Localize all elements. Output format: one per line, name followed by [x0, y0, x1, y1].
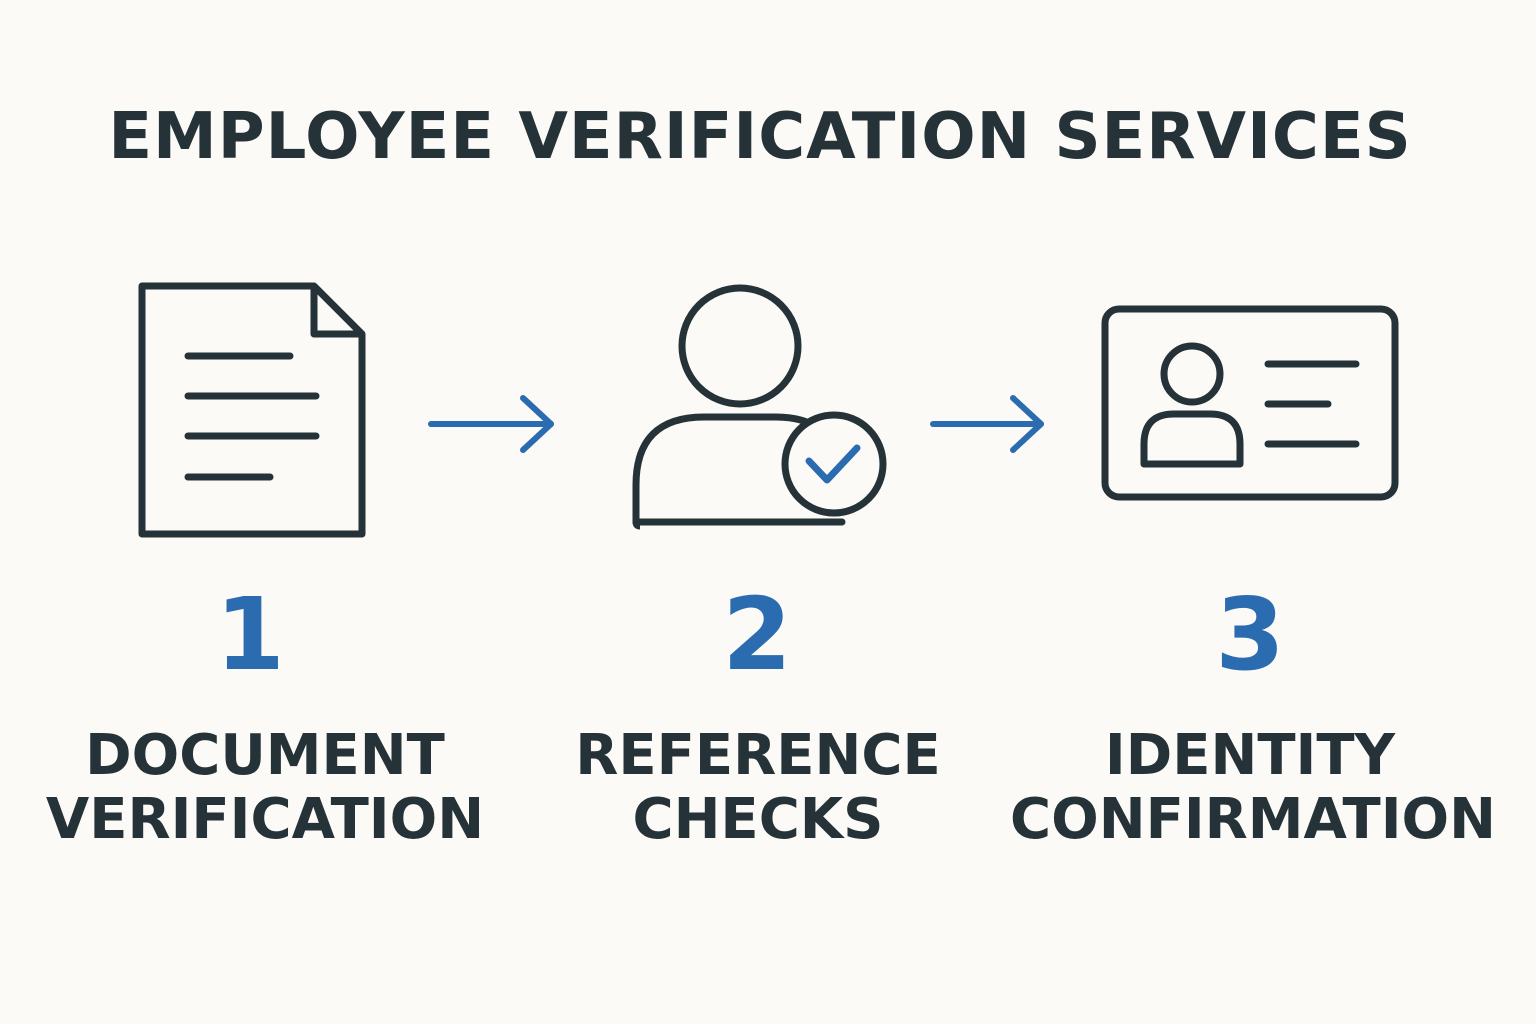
step-label-line: VERIFICATION — [45, 787, 485, 852]
page-title: EMPLOYEE VERIFICATION SERVICES — [108, 100, 1412, 174]
step-label-line: CHECKS — [632, 787, 884, 852]
document-icon — [138, 282, 366, 538]
arrow-right-icon — [428, 395, 554, 453]
step-label-document-verification: DOCUMENT VERIFICATION — [25, 724, 505, 852]
step-label-line: IDENTITY — [1104, 723, 1396, 788]
step-label-line: REFERENCE — [575, 723, 941, 788]
person-check-icon — [632, 284, 887, 530]
id-card-icon — [1101, 305, 1399, 501]
arrow-right-icon — [930, 395, 1044, 453]
step-number-2: 2 — [722, 576, 792, 693]
step-number-3: 3 — [1215, 576, 1285, 693]
step-label-line: CONFIRMATION — [1010, 787, 1497, 852]
step-label-identity-confirmation: IDENTITY CONFIRMATION — [1010, 723, 1497, 852]
step-label-line: DOCUMENT — [85, 723, 445, 788]
step-number-1: 1 — [215, 576, 285, 693]
step-label-reference-checks: REFERENCE CHECKS — [518, 724, 998, 852]
